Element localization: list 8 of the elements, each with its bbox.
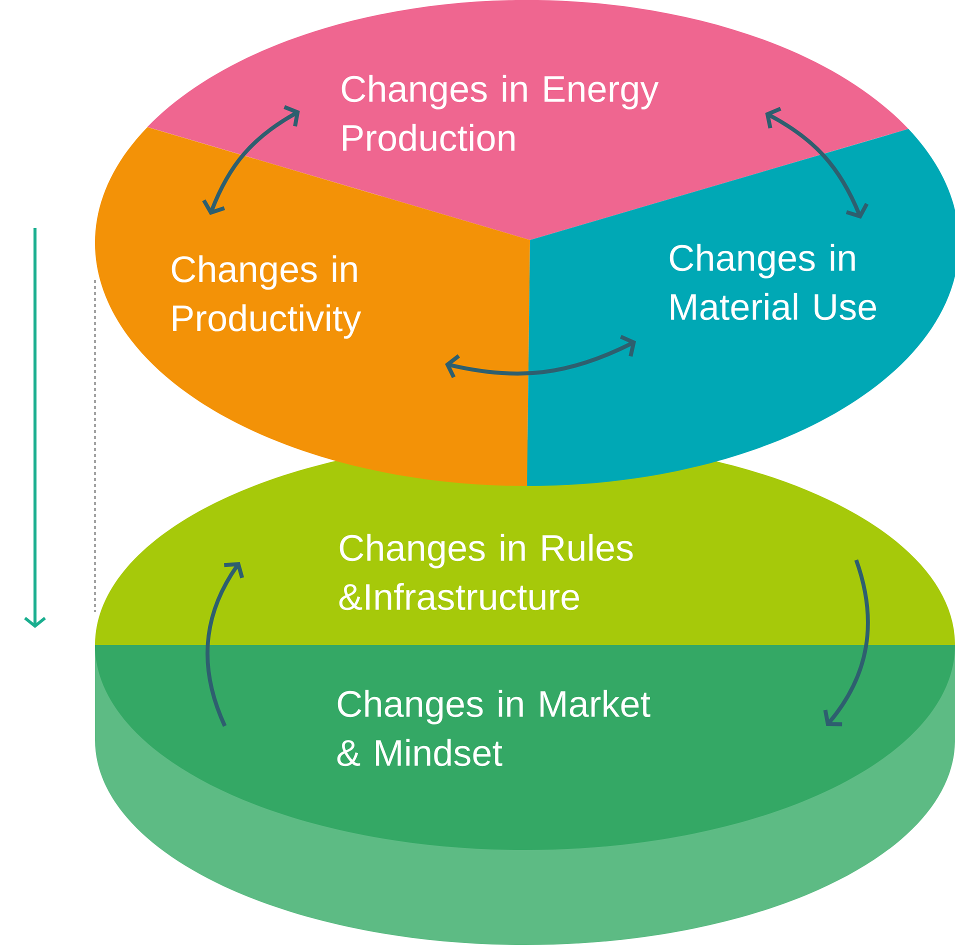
arrow	[205, 562, 244, 727]
pie-sector: Changes in Energy Production	[147, 0, 908, 240]
disc-half: Changes in Market & Mindset	[95, 645, 955, 850]
arrow	[765, 106, 869, 219]
pie-sector: Changes in Material Use	[527, 128, 955, 486]
arrow	[445, 334, 636, 378]
arrow	[202, 105, 300, 216]
arrow	[823, 559, 870, 726]
